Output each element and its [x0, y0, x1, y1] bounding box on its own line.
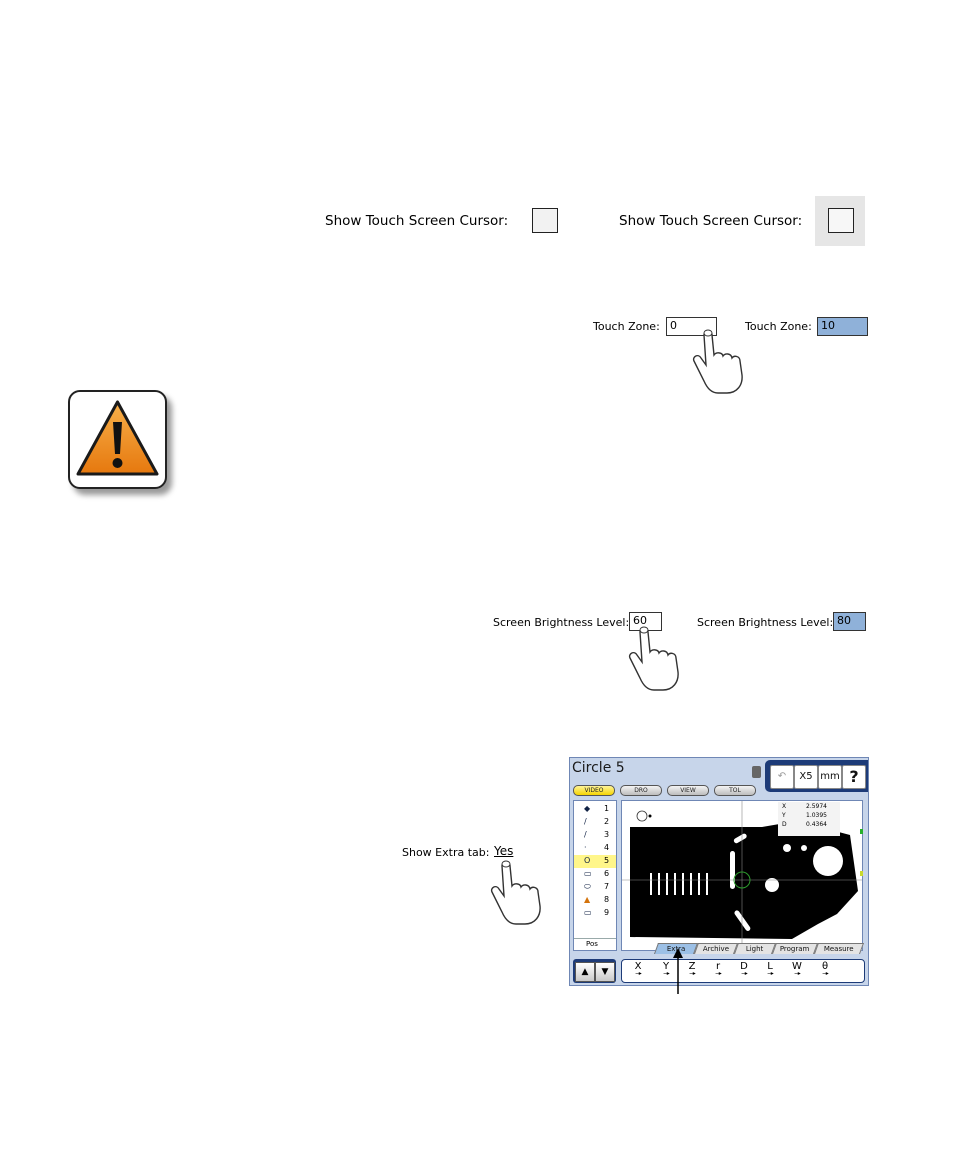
measure-z-button[interactable]: Z---▸: [688, 961, 696, 977]
help-button[interactable]: ?: [842, 765, 866, 789]
pointing-hand-icon: [490, 860, 541, 925]
brightness-field-right[interactable]: 80: [833, 612, 866, 631]
feature-icon: /: [584, 817, 587, 826]
scroll-indicator[interactable]: [860, 829, 863, 834]
list-item[interactable]: ·4: [584, 843, 610, 852]
video-button[interactable]: VIDEO: [573, 785, 615, 796]
lock-icon[interactable]: [752, 766, 761, 778]
feature-icon: ▭: [584, 908, 592, 917]
extra-tab-value[interactable]: Yes: [494, 844, 514, 858]
measure-theta-button[interactable]: θ---▸: [821, 961, 829, 977]
warning-panel: [68, 390, 167, 489]
brightness-label-right: Screen Brightness Level:: [697, 616, 834, 629]
cursor-label-right: Show Touch Screen Cursor:: [619, 213, 803, 229]
callout-arrow: [673, 948, 683, 994]
measure-w-button[interactable]: W---▸: [792, 961, 802, 977]
tab-measure[interactable]: Measure: [813, 943, 865, 954]
cursor-label-left: Show Touch Screen Cursor:: [325, 213, 509, 229]
cursor-checkbox-left[interactable]: [532, 208, 558, 233]
extra-tab-label: Show Extra tab:: [402, 846, 490, 859]
measure-x-button[interactable]: X---▸: [634, 961, 642, 977]
arrow-down-button[interactable]: ▼: [595, 962, 615, 982]
arrow-up-button[interactable]: ▲: [575, 962, 595, 982]
list-item[interactable]: ◆1: [584, 804, 610, 813]
feature-icon: ◆: [584, 804, 591, 813]
tol-button[interactable]: TOL: [714, 785, 756, 796]
units-button[interactable]: mm: [818, 765, 842, 789]
measure-l-button[interactable]: L---▸: [767, 961, 774, 977]
feature-title: Circle 5: [572, 760, 625, 776]
list-item[interactable]: /3: [584, 830, 610, 839]
dro-button[interactable]: DRO: [620, 785, 662, 796]
undo-button[interactable]: ↶: [770, 765, 794, 789]
list-item[interactable]: ▲8: [584, 895, 610, 904]
touch-zone-label-right: Touch Zone:: [745, 320, 812, 333]
list-divider: [574, 938, 616, 939]
measure-toolbar: X---▸ Y---▸ Z---▸ r---▸ D---▸ L---▸ W---…: [621, 959, 865, 983]
list-navigation: ▲ ▼: [573, 959, 616, 983]
scroll-indicator[interactable]: [860, 871, 863, 876]
list-item[interactable]: ⬭7: [584, 882, 610, 891]
pointing-hand-icon: [692, 329, 743, 394]
magnification-button[interactable]: X5: [794, 765, 818, 789]
part-image: [622, 801, 862, 950]
touch-zone-label-left: Touch Zone:: [593, 320, 660, 333]
feature-icon: /: [584, 830, 587, 839]
cursor-checkbox-right[interactable]: [828, 208, 854, 233]
feature-icon: ▭: [584, 869, 592, 878]
view-button[interactable]: VIEW: [667, 785, 709, 796]
list-item[interactable]: /2: [584, 817, 610, 826]
feature-icon: ▲: [584, 895, 591, 904]
list-item[interactable]: ▭6: [584, 869, 610, 878]
list-item[interactable]: ▭9: [584, 908, 610, 917]
brightness-label-left: Screen Brightness Level:: [493, 616, 630, 629]
feature-icon: O: [584, 856, 591, 865]
pointing-hand-icon: [628, 626, 679, 691]
toolbar: ↶ X5 mm ?: [765, 760, 868, 792]
warning-icon: [76, 400, 159, 476]
tab-program[interactable]: Program: [771, 943, 819, 954]
measure-d-button[interactable]: D---▸: [740, 961, 748, 977]
tab-light[interactable]: Light: [733, 943, 777, 954]
measure-r-button[interactable]: r---▸: [715, 961, 722, 977]
device-screen: Circle 5 VIDEO DRO VIEW TOL ↶ X5 mm ? ◆1…: [569, 757, 869, 986]
touch-zone-field-right[interactable]: 10: [817, 317, 868, 336]
measure-y-button[interactable]: Y---▸: [662, 961, 670, 977]
feature-icon: ·: [584, 843, 587, 852]
tab-archive[interactable]: Archive: [693, 943, 739, 954]
list-footer[interactable]: Pos: [586, 940, 598, 948]
feature-icon: ⬭: [584, 882, 591, 891]
